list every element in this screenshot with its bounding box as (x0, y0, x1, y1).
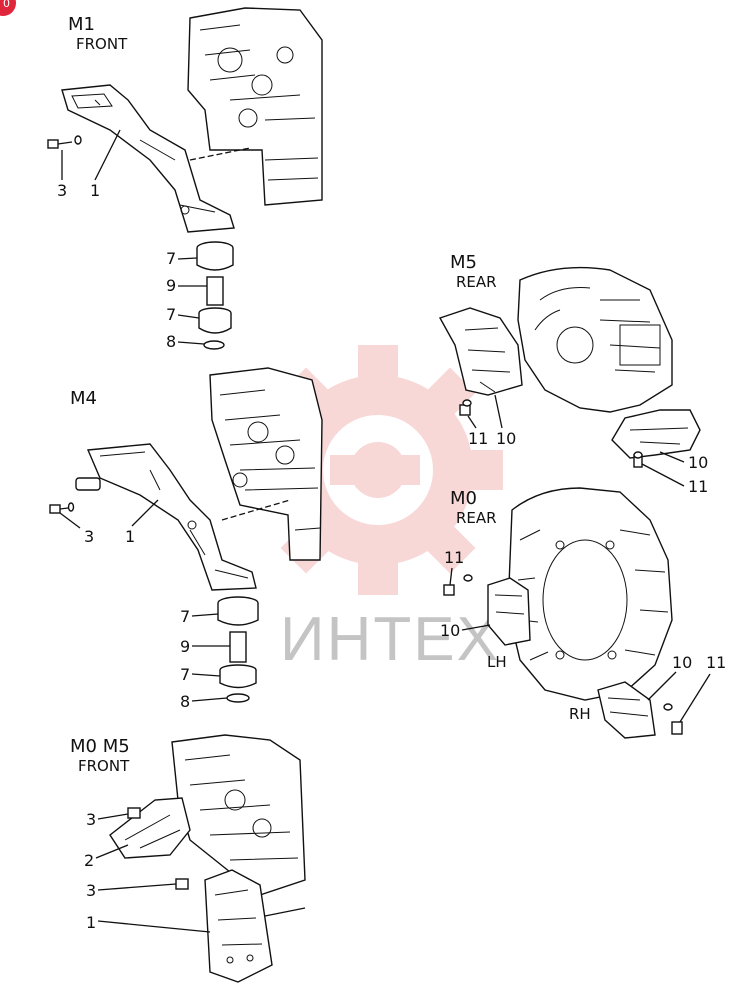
m0-bolt-rh (663, 703, 683, 735)
section-m1: M1 FRONT 3 1 (47, 7, 323, 351)
m1-subtitle: FRONT (76, 35, 128, 53)
m0-subtitle: REAR (456, 509, 497, 527)
m5-title: M5 (450, 252, 477, 273)
corner-badge: 0 (0, 0, 16, 16)
m4-callout-3: 3 (84, 527, 94, 546)
m1-bracket (61, 84, 235, 233)
m1-title: M1 (68, 14, 95, 35)
m1-mount-stack (196, 241, 234, 350)
m0-callout-11b: 11 (706, 653, 726, 672)
m5-subtitle: REAR (456, 273, 497, 291)
m4-engine-block (209, 367, 323, 561)
m0-callout-10a: 10 (440, 621, 460, 640)
section-m4: M4 3 1 (49, 367, 323, 711)
m0-flywheel-housing (507, 487, 673, 701)
watermark-text: ИНТЕХ (280, 605, 500, 674)
section-m5: M5 REAR 11 10 10 11 (438, 252, 708, 496)
m5-bolt-left (459, 399, 472, 416)
m1-callout-7a: 7 (166, 249, 176, 268)
m0-label-lh: LH (487, 653, 507, 671)
m4-bracket (75, 443, 257, 591)
section-m0m5: M0 M5 FRONT 3 2 3 1 (70, 734, 306, 983)
m1-engine-block (187, 7, 323, 206)
m0-bolt-lh (443, 574, 473, 596)
m0m5-subtitle: FRONT (78, 757, 130, 775)
m1-callout-8: 8 (166, 332, 176, 351)
m5-callout-11a: 11 (468, 429, 488, 448)
m5-callout-10a: 10 (496, 429, 516, 448)
m5-bracket-right (611, 409, 701, 459)
m4-callout-7a: 7 (180, 607, 190, 626)
m5-flywheel-housing (517, 266, 673, 413)
m1-callout-3: 3 (57, 181, 67, 200)
m0m5-bolt-lower (175, 878, 189, 890)
m4-title: M4 (70, 388, 97, 409)
m0m5-callout-1: 1 (86, 913, 96, 932)
m0m5-callout-2: 2 (84, 851, 94, 870)
m4-callout-9: 9 (180, 637, 190, 656)
m4-callout-1: 1 (125, 527, 135, 546)
m1-bolt (47, 135, 82, 149)
m0m5-bracket-lower (204, 869, 273, 983)
m0m5-bolt-upper (127, 807, 141, 819)
section-m0: M0 REAR 11 10 LH (440, 487, 726, 739)
m0-callout-10b: 10 (672, 653, 692, 672)
m0-bracket-rh (597, 681, 656, 739)
m0m5-engine-block (171, 734, 306, 896)
m0m5-callout-3a: 3 (86, 810, 96, 829)
m5-callout-11b: 11 (688, 477, 708, 496)
m1-callout-7b: 7 (166, 305, 176, 324)
m4-callout-8: 8 (180, 692, 190, 711)
m4-bolt (49, 502, 75, 514)
m0m5-title: M0 M5 (70, 736, 130, 757)
m1-callout-9: 9 (166, 276, 176, 295)
m5-bolt-right (633, 451, 643, 468)
m0m5-bracket-upper (109, 797, 191, 859)
badge-text: 0 (3, 0, 10, 10)
m0m5-callout-3b: 3 (86, 881, 96, 900)
m0-title: M0 (450, 488, 477, 509)
m1-callout-1: 1 (90, 181, 100, 200)
m0-callout-11a: 11 (444, 548, 464, 567)
m5-bracket-left (438, 307, 523, 396)
m4-mount-stack (217, 596, 259, 703)
m4-callout-7b: 7 (180, 665, 190, 684)
m5-callout-10b: 10 (688, 453, 708, 472)
m0-label-rh: RH (569, 705, 591, 723)
